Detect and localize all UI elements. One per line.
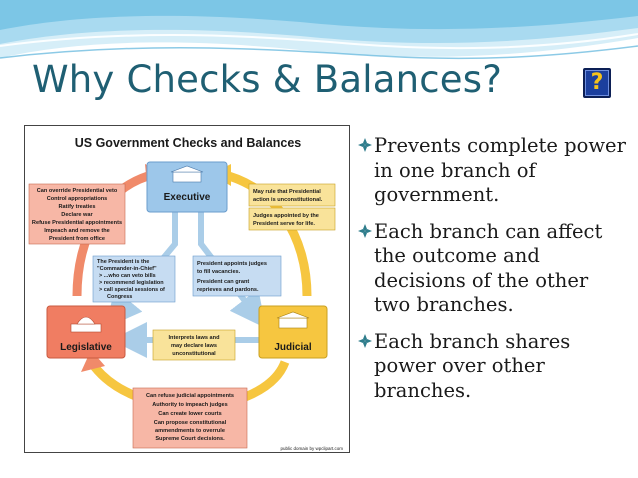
jud-over-exec-line: May rule that Presidential	[253, 189, 321, 195]
executive-label: Executive	[164, 192, 211, 203]
leg-over-jud-line: ammendments to overrule	[155, 428, 225, 434]
exec-over-jud-line: reprieves and pardons.	[197, 287, 259, 293]
exec-over-leg-box	[92, 255, 176, 303]
capitol-icon	[70, 316, 102, 333]
jud-over-leg-text: Interprets laws and may declare laws unc…	[169, 335, 221, 357]
leg-over-jud-line: Authority to impeach judges	[152, 402, 228, 408]
jud-appointed-line: Judges appointed by the	[253, 213, 319, 219]
leg-over-exec-line: Ratify treaties	[59, 204, 96, 210]
leg-over-exec-line: Control appropriations	[47, 196, 108, 202]
exec-over-leg-line: "Commander-in-Chief"	[97, 266, 157, 272]
bullet-text: Prevents complete power in one branch of…	[374, 134, 626, 206]
jud-over-exec-box	[248, 183, 336, 207]
leg-over-exec-box	[28, 183, 126, 245]
exec-over-jud-line: President can grant	[197, 279, 249, 285]
jud-appointed-line: President serve for life.	[253, 221, 315, 227]
diagram-title: US Government Checks and Balances	[75, 136, 302, 150]
bullet-item: Each branch shares power over other bran…	[358, 330, 628, 404]
exec-over-jud-box	[192, 255, 282, 297]
jud-over-leg-line: may declare laws	[171, 343, 217, 349]
bullet-item: Each branch can affect the outcome and d…	[358, 220, 628, 318]
diamond-bullet-icon	[358, 138, 372, 152]
checks-balances-diagram: US Government Checks and Balances Execut…	[24, 125, 350, 453]
leg-over-exec-line: Impeach and remove the	[44, 228, 110, 234]
exec-over-leg-line: > ...who can veto bills	[99, 273, 156, 279]
exec-over-jud-text: President appoints judges to fill vacanc…	[197, 261, 267, 293]
courthouse-icon	[276, 311, 310, 329]
jud-over-leg-line: unconstitutional	[172, 351, 216, 357]
exec-over-jud-line: President appoints judges	[197, 261, 267, 267]
judicial-label: Judicial	[274, 342, 311, 353]
help-button[interactable]: ?	[583, 68, 611, 98]
exec-over-leg-line: > call special sessions of	[99, 287, 165, 293]
exec-over-leg-line: > recommend legislation	[99, 280, 164, 286]
cycle-arrowhead-bottom	[81, 350, 105, 372]
leg-over-exec-line: President from office	[49, 236, 105, 242]
bullet-text: Each branch can affect the outcome and d…	[374, 219, 603, 317]
diamond-bullet-icon	[358, 333, 372, 348]
leg-over-jud-box	[132, 387, 248, 449]
leg-over-exec-line: Can override Presidential veto	[37, 188, 118, 194]
judicial-box	[258, 305, 328, 359]
exec-over-leg-line: Congress	[107, 294, 132, 300]
jud-over-leg-box	[152, 329, 236, 361]
header-wave-decoration	[0, 0, 638, 60]
jud-appointed-box	[248, 207, 336, 231]
leg-over-jud-line: Can propose constitutional	[154, 420, 227, 426]
leg-over-jud-line: Supreme Court decisions.	[155, 436, 225, 442]
diagram-canvas: US Government Checks and Balances Execut…	[28, 136, 343, 451]
bullet-list: Prevents complete power in one branch of…	[358, 134, 628, 415]
leg-over-exec-line: Refuse Presidential appointments	[32, 220, 122, 226]
leg-over-jud-line: Can create lower courts	[158, 411, 221, 417]
exec-over-jud-line: to fill vacancies.	[197, 269, 241, 275]
leg-over-exec-line: Declare war	[61, 212, 93, 218]
executive-box	[146, 161, 228, 213]
slide-title: Why Checks & Balances?	[32, 58, 503, 101]
diamond-bullet-icon	[358, 223, 372, 238]
leg-over-jud-line: Can refuse judicial appointments	[146, 393, 234, 399]
jud-over-exec-line: action is unconstitutional.	[253, 197, 323, 203]
leg-over-jud-text: Can refuse judicial appointments Authori…	[146, 393, 234, 442]
jud-over-leg-line: Interprets laws and	[169, 335, 221, 341]
exec-over-leg-line: The President is the	[97, 259, 149, 265]
legislative-label: Legislative	[60, 342, 112, 353]
image-credit: public domain by wpclipart.com	[280, 446, 343, 451]
exec-over-leg-text: The President is the "Commander-in-Chief…	[97, 259, 165, 300]
bullet-text: Each branch shares power over other bran…	[374, 329, 571, 402]
bullet-item: Prevents complete power in one branch of…	[358, 134, 628, 208]
leg-over-exec-text: Can override Presidential veto Control a…	[32, 188, 122, 242]
white-house-icon	[170, 165, 204, 183]
